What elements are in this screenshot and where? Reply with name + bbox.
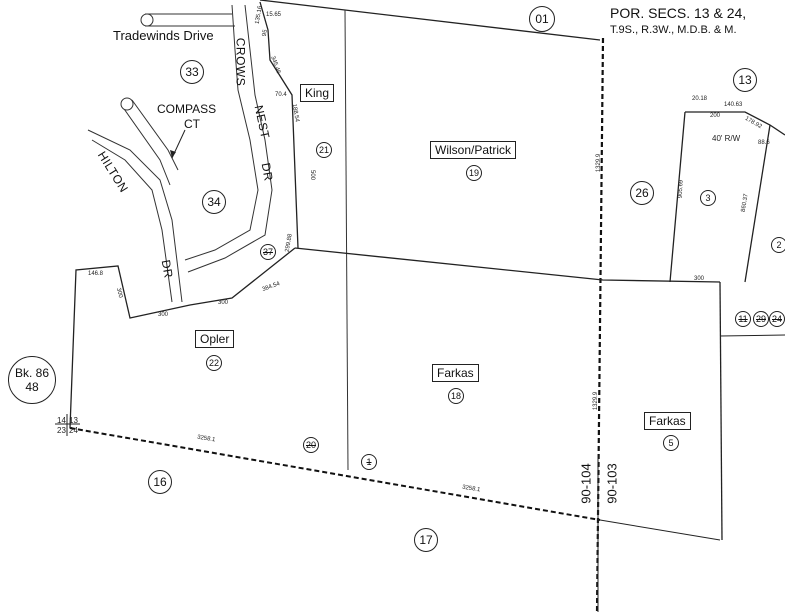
area-13: 13 — [733, 68, 757, 92]
parcel-3-boundary — [669, 111, 785, 283]
parcel-20: 20 — [303, 437, 319, 453]
parcel-line-vertical-mid — [344, 9, 349, 471]
parcel-line-bottom-right — [599, 519, 721, 541]
king-boundary — [259, 1, 299, 249]
dim-300-d: 300 — [694, 276, 705, 282]
dim-95: 95 — [261, 29, 269, 37]
parcel-11: 11 — [735, 311, 751, 327]
dim-1329-9-lower: 1329.9 — [593, 391, 600, 411]
corner-24: 24 — [69, 426, 78, 435]
book-reference-circle: Bk. 86 48 — [8, 356, 56, 404]
area-16: 16 — [148, 470, 172, 494]
street-hilton-dr: DR — [158, 258, 176, 280]
dim-40-rw: 40' R/W — [712, 134, 741, 143]
dim-300-b: 300 — [158, 312, 169, 318]
street-compass-ct: CT — [184, 117, 200, 131]
opler-boundary — [69, 247, 296, 429]
hilton-road-edges — [87, 129, 183, 303]
street-crows: CROWS — [233, 37, 248, 87]
crows-nest-road-edge-right — [187, 4, 273, 273]
tradewinds-cul-de-sac — [140, 13, 154, 27]
area-26: 26 — [630, 181, 654, 205]
map-ref-90-104: 90-104 — [578, 463, 594, 504]
dim-88-6: 88.6 — [758, 140, 770, 146]
area-34: 34 — [202, 190, 226, 214]
dim-20-18: 20.18 — [692, 96, 708, 102]
parcel-19: 19 — [466, 165, 482, 181]
owner-king: King — [300, 84, 335, 102]
page-number-circle: 01 — [529, 6, 555, 32]
dim-15-65: 15.65 — [266, 12, 282, 18]
crows-nest-road-edge-left — [184, 4, 259, 261]
section-corner-cross — [55, 414, 80, 436]
book-reference-line2: 48 — [25, 380, 39, 394]
tradewinds-road-edges — [145, 13, 235, 27]
area-33: 33 — [180, 60, 204, 84]
dim-300-c: 300 — [218, 300, 229, 306]
parcel-5: 5 — [663, 435, 679, 451]
map-ref-90-103: 90-103 — [604, 463, 620, 504]
parcel-22: 22 — [206, 355, 222, 371]
dim-200: 200 — [710, 113, 721, 119]
owner-opler: Opler — [195, 330, 235, 348]
map-subtitle: T.9S., R.3W., M.D.B. & M. — [610, 24, 737, 36]
owner-farkas-center: Farkas — [432, 364, 479, 382]
parcel-18: 18 — [448, 388, 464, 404]
street-tradewinds: Tradewinds Drive — [113, 28, 214, 43]
compass-ct-cul-de-sac — [120, 97, 134, 111]
parcel-1: 1 — [361, 454, 377, 470]
corner-13: 13 — [69, 416, 78, 425]
parcel-37: 37 — [260, 244, 276, 260]
dim-140-63: 140.63 — [724, 102, 743, 108]
owner-wilson-patrick: Wilson/Patrick — [430, 141, 517, 159]
top-boundary-line — [259, 0, 601, 41]
corner-14: 14 — [57, 416, 66, 425]
street-compass: COMPASS — [157, 102, 217, 116]
book-reference-line1: Bk. 86 — [14, 366, 50, 380]
parcel-21: 21 — [316, 142, 332, 158]
owner-farkas-right: Farkas — [644, 412, 691, 430]
corner-23: 23 — [57, 426, 66, 435]
area-17: 17 — [414, 528, 438, 552]
parcel-29: 29 — [753, 311, 769, 327]
parcel-line-mid-horizontal — [294, 247, 721, 283]
parcel-line-right-spur — [719, 334, 785, 337]
dim-905-69: 905.69 — [677, 179, 685, 199]
dim-70-4: 70.4 — [275, 92, 287, 98]
dim-500: 500 — [309, 169, 316, 181]
parcel-2: 2 — [771, 237, 785, 253]
parcel-24: 24 — [769, 311, 785, 327]
compass-ct-arrowhead — [170, 150, 176, 158]
dim-1329-9-upper: 1329.9 — [596, 153, 603, 173]
parcel-3: 3 — [700, 190, 716, 206]
parcel-line-right-vertical — [719, 281, 723, 541]
map-title: POR. SECS. 13 & 24, — [610, 5, 747, 21]
section-line-horizontal — [69, 427, 601, 521]
dim-146-8: 146.8 — [88, 271, 104, 277]
street-crows-dr: DR — [258, 161, 276, 183]
compass-ct-road-edges — [121, 99, 179, 186]
